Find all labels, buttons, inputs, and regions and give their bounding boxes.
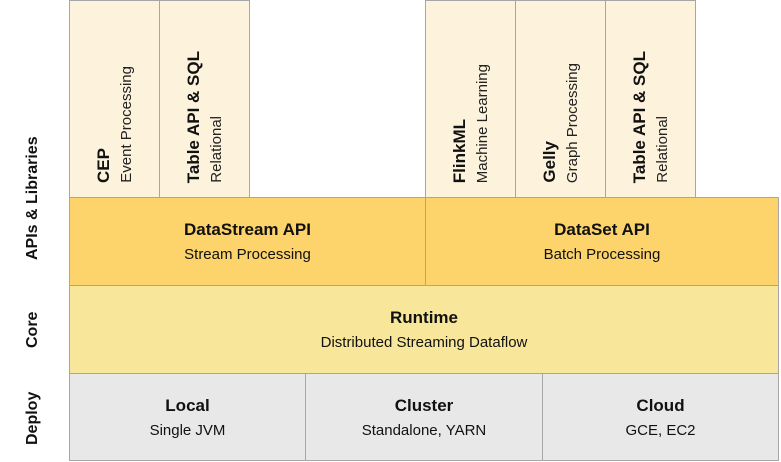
deploy-cluster-box: Cluster Standalone, YARN <box>305 373 543 461</box>
deploy-subtitle: Standalone, YARN <box>361 421 487 439</box>
library-subtitle: Relational <box>208 116 225 183</box>
deploy-title: Local <box>165 395 210 415</box>
library-title: FlinkML <box>450 118 469 183</box>
datastream-api-box: DataStream API Stream Processing <box>69 197 426 286</box>
library-subtitle: Relational <box>654 116 671 183</box>
library-table-api-batch: Table API & SQL Relational <box>605 0 696 198</box>
library-subtitle: Graph Processing <box>564 62 581 183</box>
dataset-api-box: DataSet API Batch Processing <box>425 197 779 286</box>
deploy-subtitle: GCE, EC2 <box>625 421 696 439</box>
library-flinkml: FlinkML Machine Learning <box>425 0 516 198</box>
layer-label-apis: APIs & Libraries <box>24 136 41 260</box>
library-gelly: Gelly Graph Processing <box>515 0 606 198</box>
deploy-local-box: Local Single JVM <box>69 373 306 461</box>
library-title: Table API & SQL <box>630 50 649 183</box>
layer-label-core: Core <box>24 311 41 349</box>
api-subtitle: Stream Processing <box>184 246 311 263</box>
library-table-api-stream: Table API & SQL Relational <box>159 0 250 198</box>
library-title: Table API & SQL <box>184 50 203 183</box>
library-title: Gelly <box>540 141 559 183</box>
library-title: CEP <box>94 148 113 183</box>
runtime-subtitle: Distributed Streaming Dataflow <box>320 334 528 351</box>
runtime-title: Runtime <box>390 308 458 327</box>
library-subtitle: Event Processing <box>118 66 135 183</box>
runtime-box: Runtime Distributed Streaming Dataflow <box>69 285 779 374</box>
api-title: DataSet API <box>554 220 650 239</box>
deploy-title: Cluster <box>394 395 454 415</box>
api-title: DataStream API <box>184 220 311 239</box>
deploy-title: Cloud <box>636 395 685 415</box>
api-subtitle: Batch Processing <box>543 246 661 263</box>
library-subtitle: Machine Learning <box>474 63 491 183</box>
deploy-subtitle: Single JVM <box>149 421 226 439</box>
deploy-cloud-box: Cloud GCE, EC2 <box>542 373 779 461</box>
library-cep: CEP Event Processing <box>69 0 160 198</box>
layer-label-deploy: Deploy <box>24 391 41 445</box>
